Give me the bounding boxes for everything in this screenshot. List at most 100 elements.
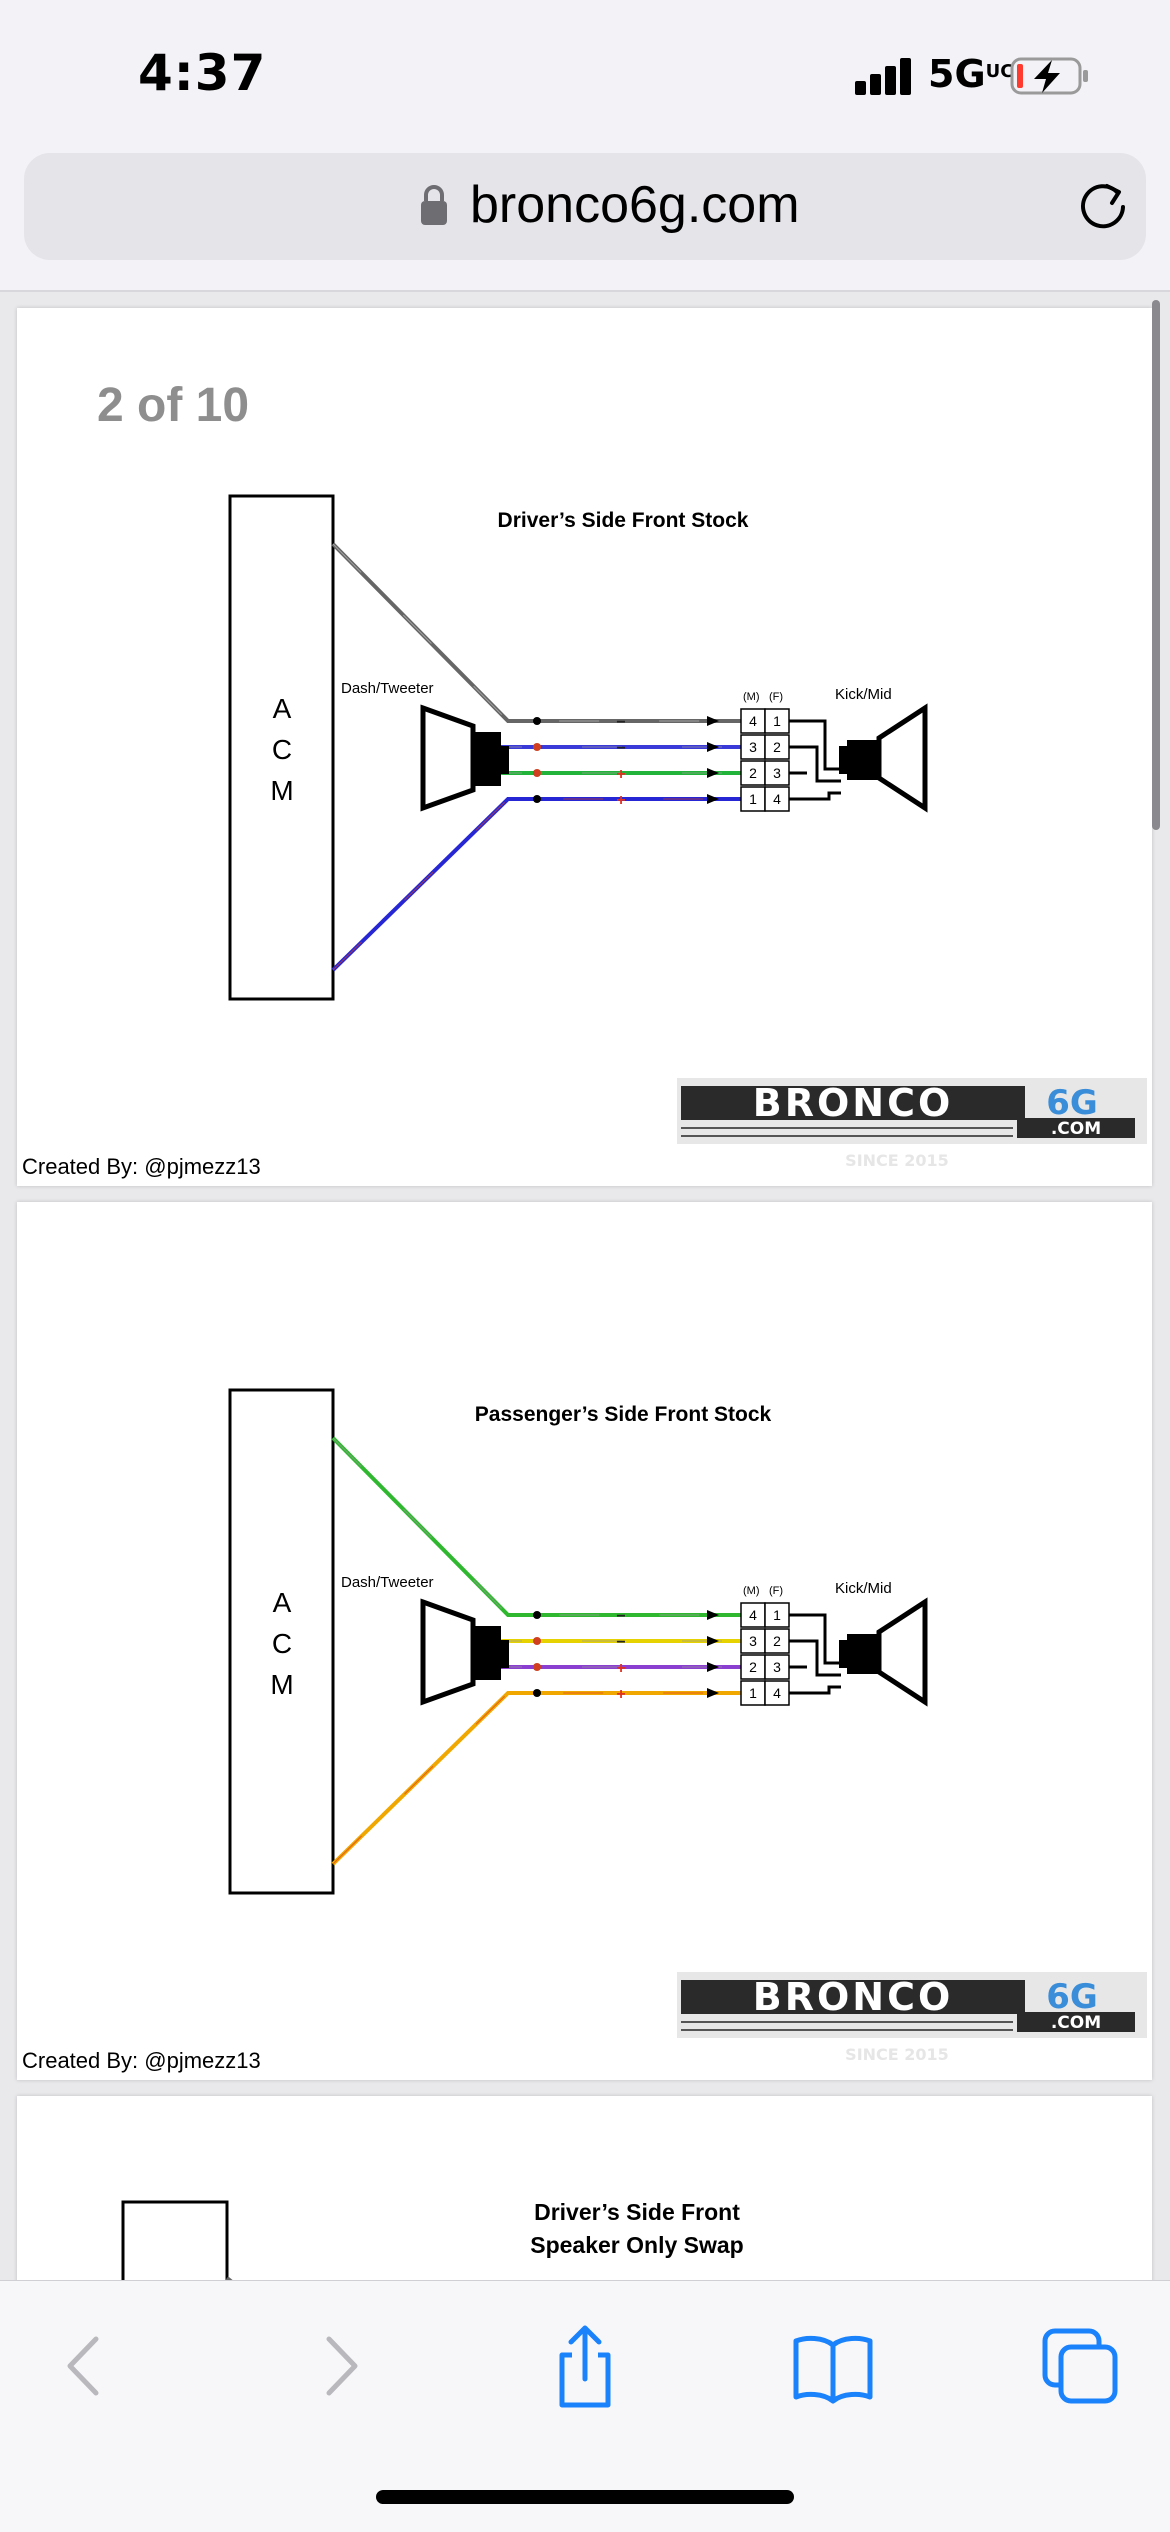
chevron-left-icon[interactable]	[40, 2321, 130, 2411]
midrange-speaker-icon	[876, 703, 928, 813]
pin-number: 2	[773, 1633, 781, 1649]
wire-terminal	[707, 716, 719, 726]
speaker-lead	[789, 1639, 841, 1677]
pin-number: 1	[773, 713, 781, 729]
acm-label: C	[272, 734, 292, 765]
wire-stripe	[332, 543, 741, 722]
page-counter: 2 of 10	[97, 379, 250, 432]
connector-header: (M)	[743, 691, 760, 703]
tweeter-terminal	[501, 746, 509, 774]
wire-terminal	[707, 794, 719, 804]
wire-terminal	[533, 1611, 541, 1619]
pin-number: 3	[749, 739, 757, 755]
pin-number: 2	[749, 765, 757, 781]
scrollbar[interactable]	[1152, 300, 1160, 830]
pin-number: 1	[749, 1685, 757, 1701]
connector-pin-m	[740, 1680, 766, 1706]
reload-icon[interactable]	[1074, 177, 1132, 235]
connector-header: (F)	[769, 691, 783, 703]
address-bar[interactable]: bronco6g.com	[24, 153, 1146, 260]
logo-since: SINCE 2015	[845, 2045, 949, 2064]
connector-pin-f	[764, 1602, 790, 1628]
pin-number: 3	[773, 765, 781, 781]
book-icon[interactable]	[788, 2321, 878, 2411]
connector-pin-f	[764, 1680, 790, 1706]
connector-header: (F)	[769, 1585, 783, 1597]
signal-strength-icon	[855, 55, 915, 95]
wire-stripe	[332, 1437, 741, 1616]
connector-pin-m	[740, 708, 766, 734]
speaker-label: Dash/Tweeter	[341, 1574, 434, 1591]
speaker-lead	[789, 791, 841, 801]
diagram-title: Driver’s Side Front Speaker Only Swap	[530, 2199, 744, 2258]
logo-text: BRONCO	[753, 1081, 954, 1125]
acm-module-box	[228, 494, 335, 1001]
acm-label: M	[270, 1669, 293, 1700]
wire-terminal	[533, 717, 541, 725]
pin-number: 3	[773, 1659, 781, 1675]
polarity-mark: −	[616, 740, 625, 757]
polarity-mark: +	[616, 1660, 625, 1677]
speaker-lead	[789, 1613, 841, 1665]
speaker-lead	[789, 1685, 841, 1695]
logo-accent: 6G	[1046, 1977, 1098, 2017]
chevron-right-icon[interactable]	[295, 2321, 385, 2411]
polarity-mark: +	[616, 766, 625, 783]
wire-terminal	[707, 1610, 719, 1620]
wire-stripe	[332, 1692, 741, 1865]
speaker-lead	[789, 745, 841, 783]
pin-number: 3	[749, 1633, 757, 1649]
lock-icon	[421, 185, 447, 225]
logo-since: SINCE 2015	[845, 1151, 949, 1170]
logo-accent: 6G	[1046, 1083, 1098, 1123]
divider	[0, 290, 1170, 292]
connector-pin-m	[740, 1628, 766, 1654]
connector-pin-f	[764, 1654, 790, 1680]
connector-header: (M)	[743, 1585, 760, 1597]
speaker-lead	[789, 719, 841, 771]
wire-terminal	[533, 1663, 541, 1671]
wire-terminal	[533, 769, 541, 777]
midrange-magnet	[847, 740, 879, 780]
wire-stripe	[332, 798, 741, 971]
wire-terminal	[533, 1637, 541, 1645]
connector-pin-m	[740, 1602, 766, 1628]
speaker-label: Kick/Mid	[835, 686, 892, 703]
logo-domain: .COM	[1051, 2013, 1101, 2033]
connector-pin-m	[740, 760, 766, 786]
home-indicator	[376, 2490, 794, 2504]
logo-band	[681, 1086, 1025, 1120]
polarity-mark: −	[616, 714, 625, 731]
midrange-magnet	[847, 1634, 879, 1674]
midrange-terminal	[839, 1640, 847, 1668]
logo-domain-band	[1017, 1118, 1135, 1138]
speaker-label: Dash/Tweeter	[341, 680, 434, 697]
tweeter-magnet	[473, 732, 501, 786]
polarity-mark: −	[616, 1608, 625, 1625]
wire-terminal	[707, 1636, 719, 1646]
midrange-speaker-icon	[876, 1597, 928, 1707]
diagram-title: Driver’s Side Front Stock	[498, 509, 749, 532]
pin-number: 1	[773, 1607, 781, 1623]
share-icon[interactable]	[540, 2321, 630, 2411]
wiring-diagram: Driver’s Side Front StockACMDash/Tweeter…	[228, 494, 1147, 1170]
midrange-terminal	[839, 746, 847, 774]
tweeter-speaker-icon	[420, 1598, 476, 1706]
tabs-icon[interactable]	[1035, 2321, 1125, 2411]
logo-domain-band	[1017, 2012, 1135, 2032]
tweeter-terminal	[501, 1640, 509, 1668]
acm-module-box	[228, 1388, 335, 1895]
polarity-mark: +	[616, 1686, 625, 1703]
acm-label: A	[273, 1587, 292, 1618]
logo-band	[681, 1980, 1025, 2014]
wire-terminal	[533, 1689, 541, 1697]
connector-pin-m	[740, 734, 766, 760]
acm-label: C	[272, 1628, 292, 1659]
pin-number: 4	[749, 1607, 757, 1623]
url-text[interactable]: bronco6g.com	[470, 176, 800, 234]
acm-module-box	[121, 2200, 233, 2280]
wiring-diagram: Passenger’s Side Front StockACMDash/Twee…	[228, 1388, 1147, 2064]
